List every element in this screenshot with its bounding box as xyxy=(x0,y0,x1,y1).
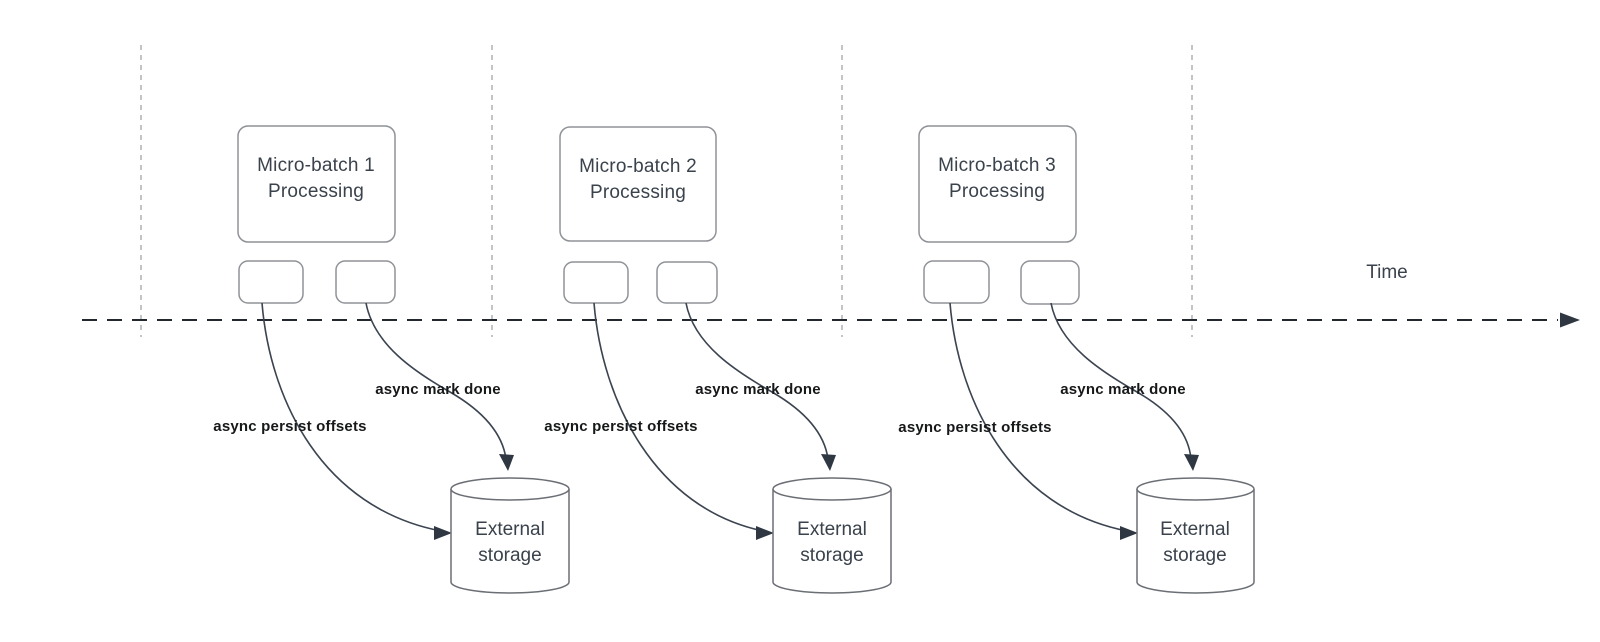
external-storage-label: External storage xyxy=(1160,517,1230,569)
mark-done-arrow xyxy=(685,302,829,460)
done-arrowhead-icon xyxy=(499,454,514,471)
batch-group-3 xyxy=(918,125,1255,594)
micro-batch-1-box xyxy=(237,125,396,243)
batch-group-1 xyxy=(237,125,570,594)
time-guide-lines xyxy=(140,45,1193,337)
external-storage-label: External storage xyxy=(475,517,545,569)
persist-task-box xyxy=(563,261,629,304)
micro-batch-1-title: Micro-batch 1 Processing xyxy=(257,153,375,205)
time-axis-arrowhead-icon xyxy=(1560,312,1580,328)
external-storage-label-line1: External xyxy=(1160,519,1230,540)
micro-batch-1-title-line1: Micro-batch 1 xyxy=(257,155,375,176)
external-storage-label-line2: storage xyxy=(800,545,864,566)
mark-done-arrow xyxy=(365,302,507,460)
persist-offsets-arrow xyxy=(949,302,1128,532)
persist-offsets-label: async persist offsets xyxy=(898,419,1052,436)
micro-batch-2-box xyxy=(559,126,717,242)
persist-arrowhead-icon xyxy=(1120,526,1138,540)
external-storage-cylinder xyxy=(772,477,892,594)
persist-offsets-arrow xyxy=(593,302,764,532)
done-task-box xyxy=(656,261,718,304)
done-task-box xyxy=(335,260,396,304)
persist-task-box xyxy=(238,260,304,304)
persist-offsets-label: async persist offsets xyxy=(213,418,367,435)
persist-offsets-label: async persist offsets xyxy=(544,418,698,435)
batch-group-2 xyxy=(559,126,892,594)
time-axis-label: Time xyxy=(1366,262,1408,283)
micro-batch-2-title-line2: Processing xyxy=(589,182,686,203)
micro-batch-3-title: Micro-batch 3 Processing xyxy=(938,153,1056,205)
done-task-box xyxy=(1020,260,1080,305)
micro-batch-3-title-line1: Micro-batch 3 xyxy=(938,155,1056,176)
micro-batch-3-box xyxy=(918,125,1077,243)
done-arrowhead-icon xyxy=(821,454,836,471)
micro-batch-2-title-line1: Micro-batch 2 xyxy=(579,156,697,177)
persist-arrowhead-icon xyxy=(434,526,452,540)
micro-batch-2-title: Micro-batch 2 Processing xyxy=(579,154,697,206)
external-storage-label-line2: storage xyxy=(478,545,542,566)
persist-offsets-arrow xyxy=(261,302,442,532)
mark-done-arrow xyxy=(1050,302,1192,460)
done-arrowhead-icon xyxy=(1184,454,1199,471)
mark-done-label: async mark done xyxy=(695,381,821,398)
external-storage-label-line1: External xyxy=(475,519,545,540)
persist-task-box xyxy=(923,260,990,304)
external-storage-cylinder xyxy=(1136,477,1255,594)
external-storage-label: External storage xyxy=(797,517,867,569)
micro-batch-1-title-line2: Processing xyxy=(267,181,364,202)
time-axis xyxy=(82,312,1580,328)
persist-arrowhead-icon xyxy=(756,526,774,540)
external-storage-label-line2: storage xyxy=(1163,545,1227,566)
external-storage-cylinder xyxy=(450,477,570,594)
external-storage-label-line1: External xyxy=(797,519,867,540)
mark-done-label: async mark done xyxy=(1060,381,1186,398)
micro-batch-3-title-line2: Processing xyxy=(948,181,1045,202)
mark-done-label: async mark done xyxy=(375,381,501,398)
